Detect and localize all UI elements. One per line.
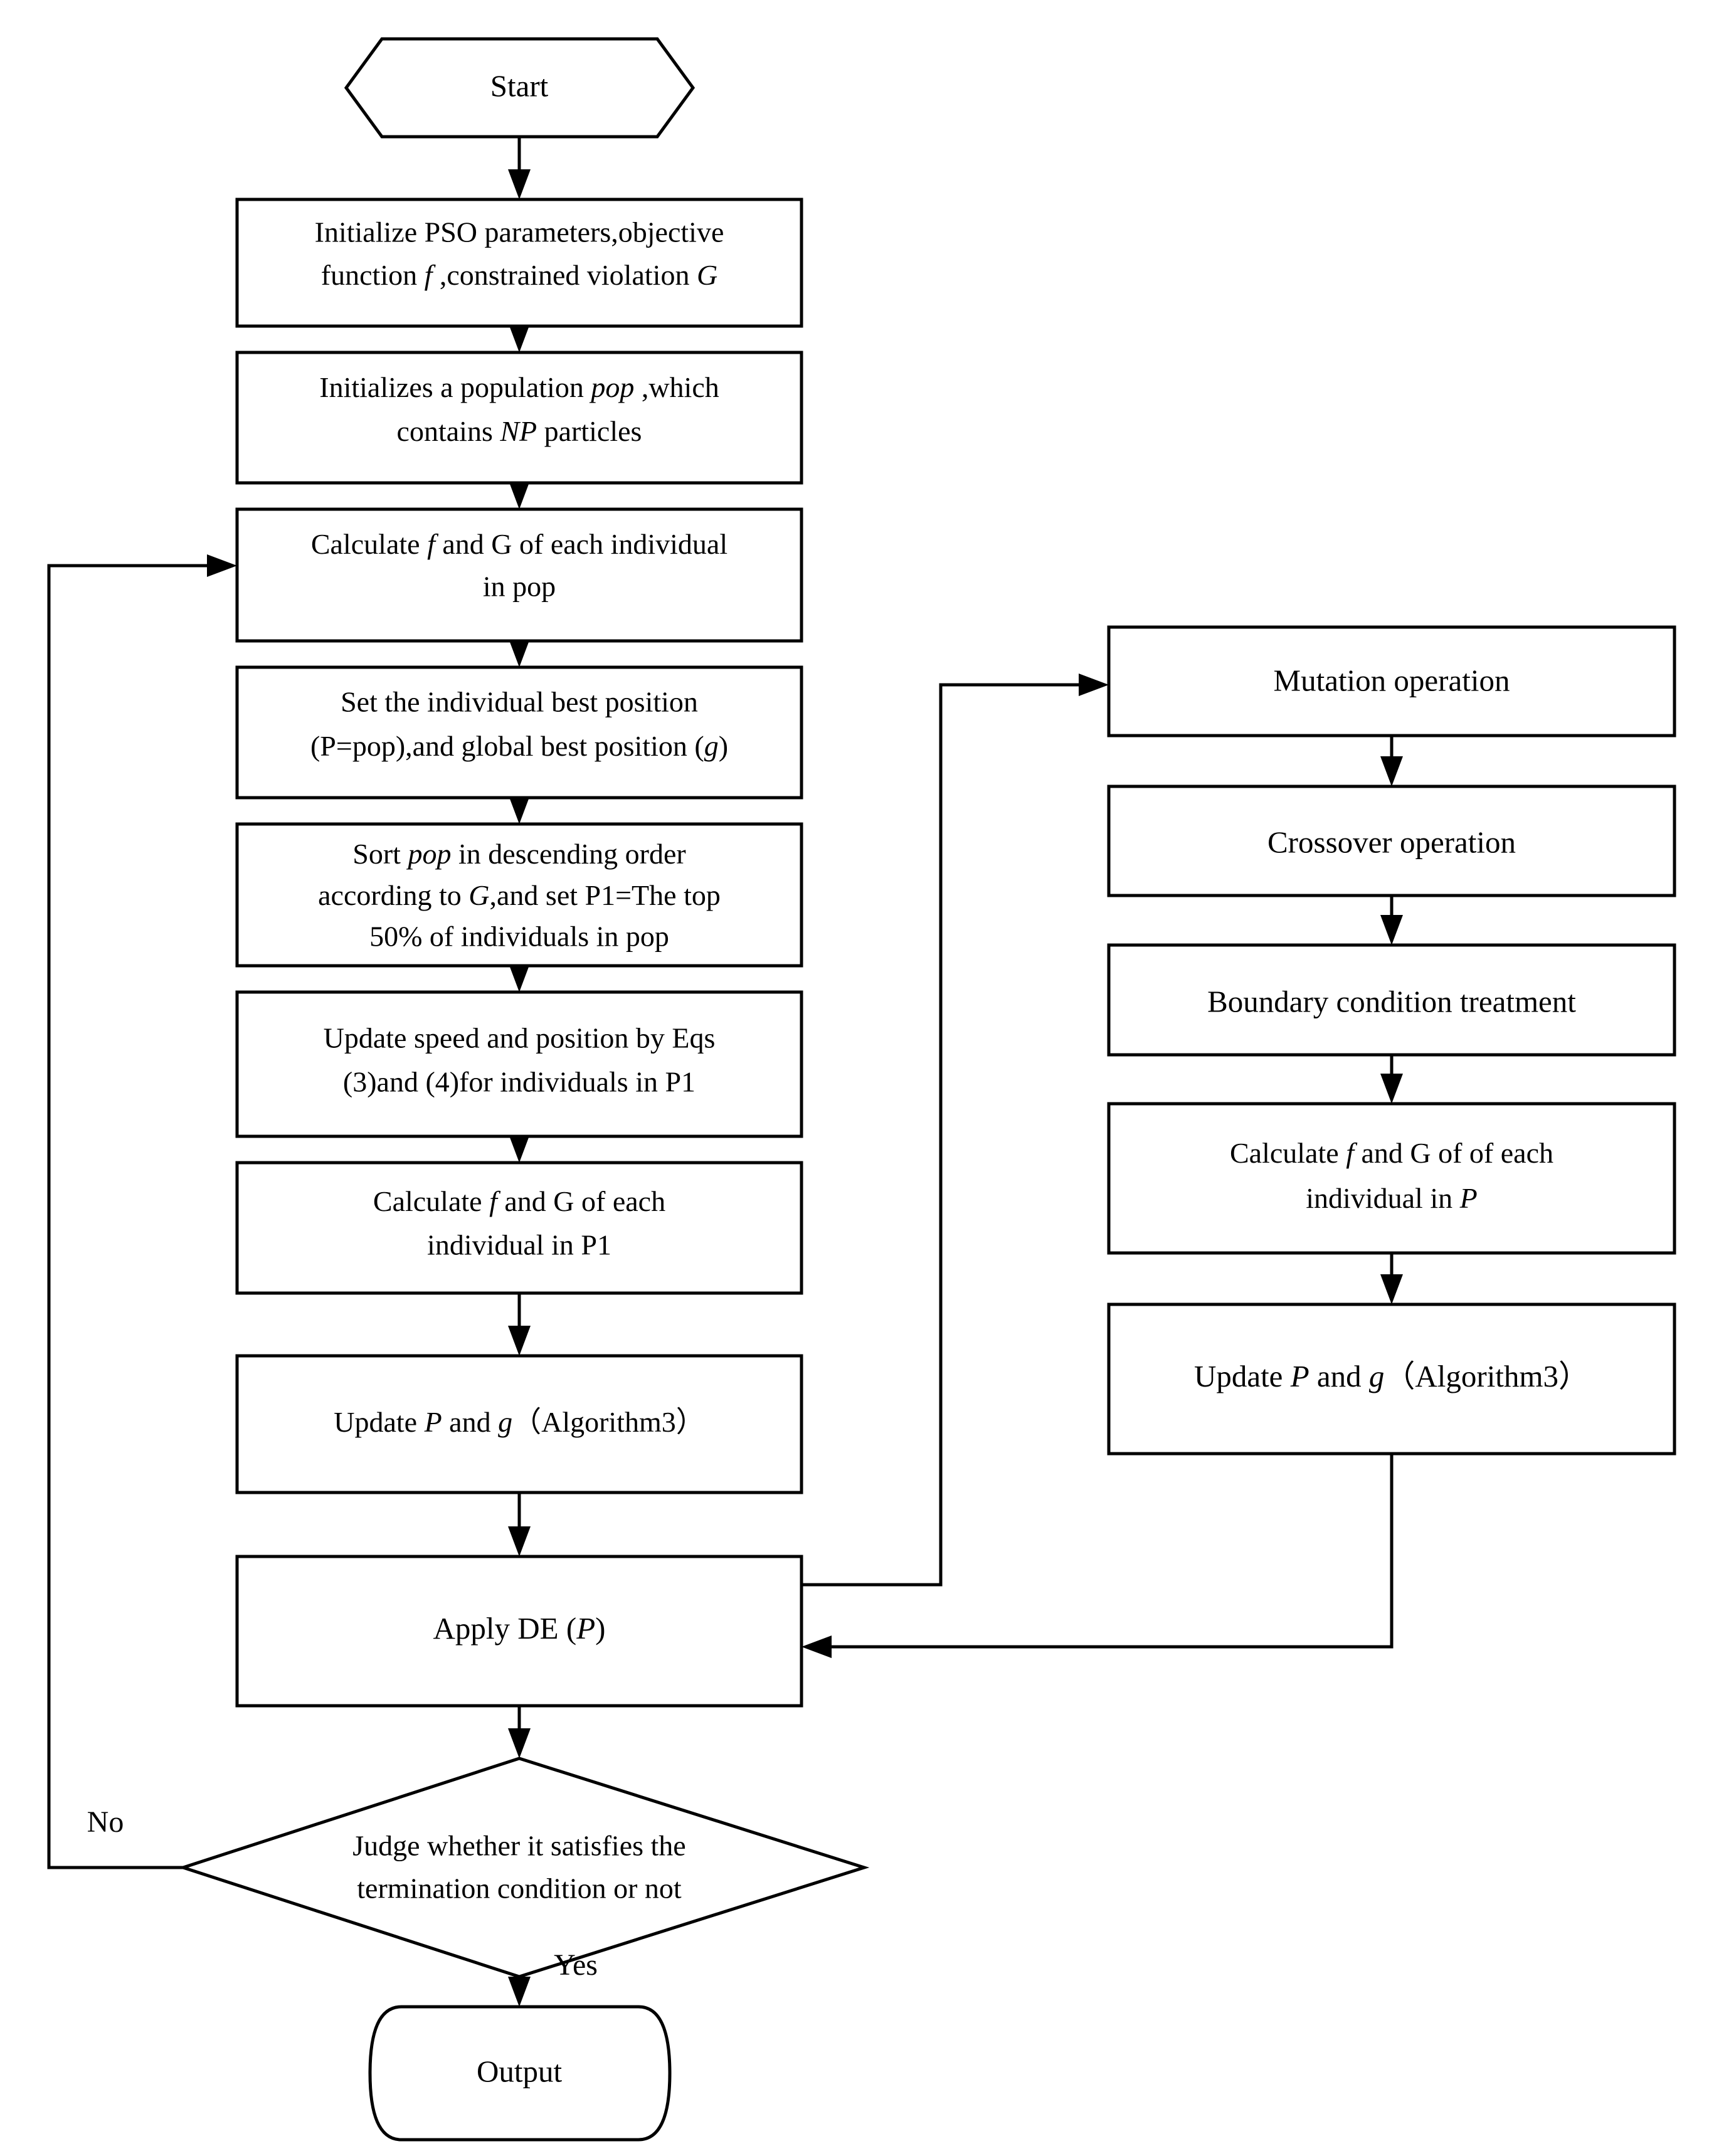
node-update-pg-left[interactable]: Update P and g（Algorithm3）	[235, 1354, 803, 1494]
node-output-label: Output	[477, 2054, 563, 2088]
node-start[interactable]: Start	[344, 37, 696, 139]
node-boundary-condition-label: Boundary condition treatment	[1207, 984, 1576, 1018]
node-initialize-pso-line2: function f ,constrained violation G	[321, 259, 717, 291]
node-calculate-pop[interactable]: Calculate f and G of each individual in …	[235, 507, 803, 643]
node-sort-population-line3: 50% of individuals in pop	[369, 921, 669, 953]
connector-crossover-to-boundary	[1380, 896, 1403, 945]
node-calculate-p1-line1: Calculate f and G of each	[373, 1185, 665, 1217]
node-sort-population-line1: Sort pop in descending order	[352, 838, 685, 870]
connector-updatepg-to-applyde	[508, 1493, 531, 1556]
node-decision-line1: Judge whether it satisfies the	[352, 1830, 685, 1862]
node-decision-termination[interactable]: Judge whether it satisfies the terminati…	[177, 1757, 870, 1979]
node-update-pg-right[interactable]: Update P and g（Algorithm3）	[1107, 1303, 1676, 1456]
node-sort-population-line2: according to G,and set P1=The top	[318, 879, 721, 911]
connector-updatepgright-to-applyde	[801, 1454, 1394, 1658]
edge-label-no: No	[87, 1805, 124, 1839]
node-calculate-p[interactable]: Calculate f and G of of each individual …	[1107, 1102, 1676, 1255]
node-update-pg-right-label: Update P and g（Algorithm3）	[1194, 1359, 1589, 1393]
node-update-speed-position-line1: Update speed and position by Eqs	[324, 1022, 716, 1054]
node-calculate-pop-line1: Calculate f and G of each individual	[311, 528, 727, 560]
node-crossover-operation[interactable]: Crossover operation	[1107, 785, 1676, 897]
connector-decision-no-loop	[47, 554, 237, 1869]
node-start-label: Start	[490, 68, 549, 103]
connector-applyde-to-mutation	[801, 674, 1109, 1587]
node-initialize-population[interactable]: Initializes a population pop ,which cont…	[235, 351, 803, 485]
node-calculate-p-line1: Calculate f and G of of each	[1230, 1137, 1553, 1169]
node-initialize-population-line1: Initializes a population pop ,which	[319, 371, 719, 403]
node-output[interactable]: Output	[368, 2005, 672, 2142]
node-set-best-position[interactable]: Set the individual best position (P=pop)…	[235, 665, 803, 800]
node-decision-line2: termination condition or not	[357, 1873, 682, 1905]
node-update-pg-left-label: Update P and g（Algorithm3）	[334, 1406, 705, 1438]
connector-calcp-to-updatepgright	[1380, 1253, 1403, 1304]
node-apply-de[interactable]: Apply DE (P)	[235, 1555, 803, 1708]
node-sort-population[interactable]: Sort pop in descending order according t…	[235, 822, 803, 968]
node-mutation-operation-label: Mutation operation	[1274, 663, 1510, 697]
node-set-best-position-line2: (P=pop),and global best position (g)	[310, 730, 728, 762]
connector-calcp1-to-updatepg	[508, 1293, 531, 1356]
connector-applyde-to-decision	[508, 1706, 531, 1758]
node-apply-de-label: Apply DE (P)	[433, 1611, 606, 1646]
node-update-speed-position[interactable]: Update speed and position by Eqs (3)and …	[235, 990, 803, 1138]
connector-start-to-init	[508, 137, 531, 199]
node-boundary-condition[interactable]: Boundary condition treatment	[1107, 943, 1676, 1057]
node-crossover-operation-label: Crossover operation	[1267, 825, 1516, 859]
connector-boundary-to-calcp	[1380, 1055, 1403, 1104]
node-update-speed-position-line2: (3)and (4)for individuals in P1	[343, 1066, 696, 1098]
connector-mutation-to-crossover	[1380, 736, 1403, 786]
node-set-best-position-line1: Set the individual best position	[341, 686, 698, 718]
node-calculate-p1[interactable]: Calculate f and G of each individual in …	[235, 1161, 803, 1295]
edge-label-yes: Yes	[554, 1948, 598, 1982]
node-calculate-p1-line2: individual in P1	[427, 1229, 611, 1261]
node-calculate-pop-line2: in pop	[483, 571, 556, 603]
node-initialize-pso-line1: Initialize PSO parameters,objective	[315, 216, 724, 248]
node-initialize-population-line2: contains NP particles	[397, 415, 642, 447]
node-mutation-operation[interactable]: Mutation operation	[1107, 625, 1676, 737]
node-calculate-p-line2: individual in P	[1306, 1182, 1477, 1214]
node-initialize-pso[interactable]: Initialize PSO parameters,objective func…	[235, 198, 803, 328]
